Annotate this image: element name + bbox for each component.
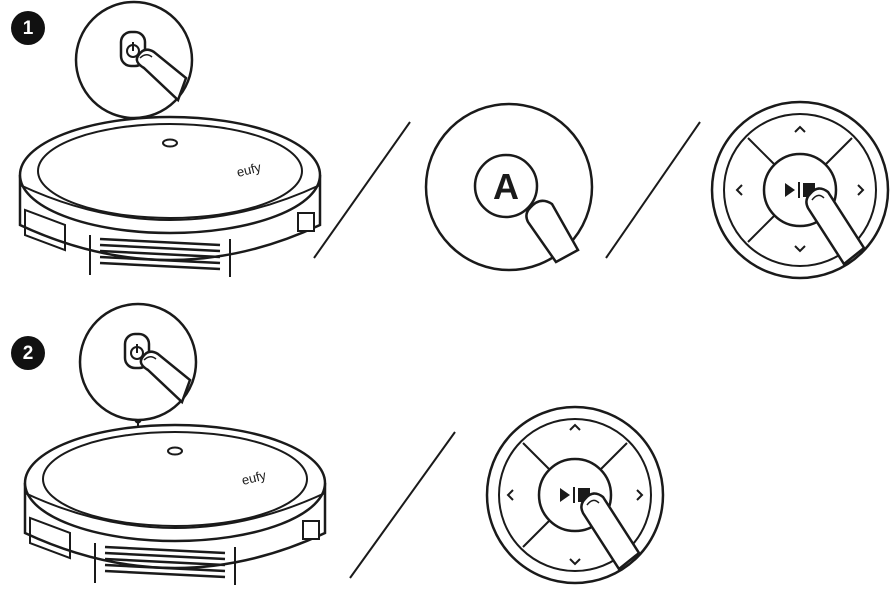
remote-dpad [485,405,665,585]
chevron-up-icon [794,125,806,133]
power-button-zoom [74,0,194,120]
robot-vacuum: eufy [23,423,327,587]
step-2: 2 eufy [11,302,665,587]
chevron-down-icon [569,558,581,566]
or-divider [349,431,456,579]
step-2-number: 2 [23,343,34,364]
remote-dpad [710,100,890,280]
chevron-left-icon [735,184,743,196]
finger-icon [525,199,580,264]
chevron-right-icon [857,184,865,196]
or-divider [313,121,411,259]
auto-button-letter: A [493,166,519,207]
step-1-number: 1 [23,18,34,39]
chevron-right-icon [636,489,644,501]
brand-logo: eufy [235,159,263,180]
robot-vacuum: eufy [18,115,322,279]
brand-logo: eufy [240,467,268,488]
step-1: 1 eufy A [11,0,890,280]
or-divider [605,121,701,259]
power-button-zoom [78,302,198,422]
chevron-down-icon [794,245,806,253]
step-1-badge: 1 [11,11,45,45]
auto-button-zoom: A [424,102,594,272]
step-2-badge: 2 [11,336,45,370]
chevron-up-icon [569,423,581,431]
chevron-left-icon [506,489,514,501]
